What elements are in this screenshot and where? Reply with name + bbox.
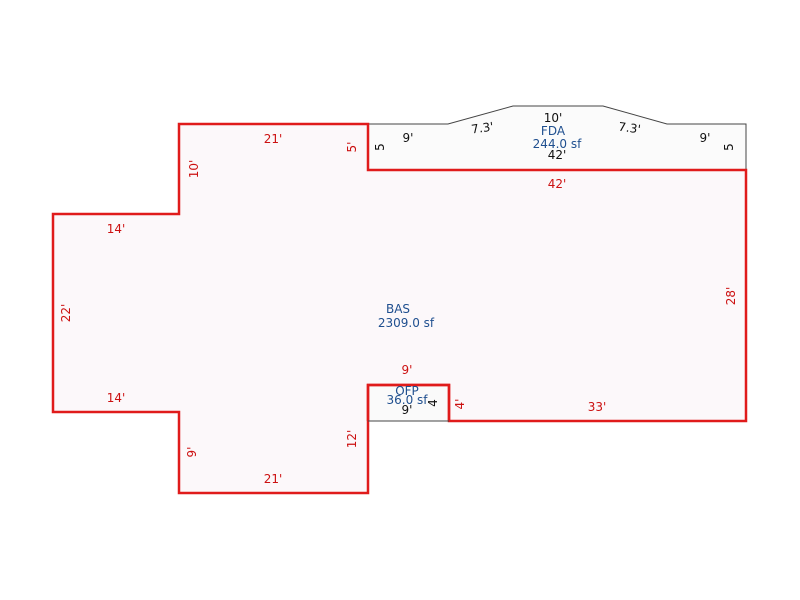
dim-bas-right-side: 28': [724, 287, 738, 306]
dim-bas-bottom-left: 21': [264, 472, 283, 486]
bas-area-label: 2309.0 sf: [378, 316, 435, 330]
fda-area-label: 244.0 sf: [533, 137, 582, 151]
dim-bas-left-side: 22': [59, 304, 73, 323]
dim-bas-top-left: 21': [264, 132, 283, 146]
dim-bas-left-upper-step: 10': [187, 160, 201, 179]
dim-bas-inner-right: 12': [345, 430, 359, 449]
dim-ofp-side: 4': [453, 399, 467, 410]
dim-ofp-inner: 4: [426, 399, 440, 407]
ofp-area-label: 36.0 sf: [386, 393, 428, 407]
ofp-area-shape: [367, 384, 450, 422]
dim-bas-left-lower: 14': [107, 391, 126, 405]
dim-bas-left-lower-step: 9': [185, 447, 199, 458]
dim-fda-right: 5: [722, 143, 736, 151]
dim-fda-slope-left: 7.3': [470, 120, 494, 137]
ofp-outline: [366, 383, 451, 421]
dim-bas-top-right: 42': [548, 177, 567, 191]
dim-bas-left-upper: 14': [107, 222, 126, 236]
dim-ofp-bottom: 9': [402, 403, 413, 417]
dim-fda-top-left: 9': [403, 131, 414, 145]
ofp-code-label: OFP: [395, 384, 419, 398]
dim-fda-slope-right: 7.3': [617, 120, 641, 137]
dim-ofp-top: 9': [402, 363, 413, 377]
dim-fda-left: 5: [373, 143, 387, 151]
fda-code-label: FDA: [541, 124, 566, 138]
dim-fda-peak: 10': [544, 111, 563, 125]
dim-fda-bottom: 42': [548, 148, 567, 162]
dim-fda-top-right: 9': [700, 131, 711, 145]
dim-bas-bottom-right: 33': [588, 400, 607, 414]
dim-bas-upper-notch: 5': [345, 142, 359, 153]
bas-code-label: BAS: [386, 302, 410, 316]
